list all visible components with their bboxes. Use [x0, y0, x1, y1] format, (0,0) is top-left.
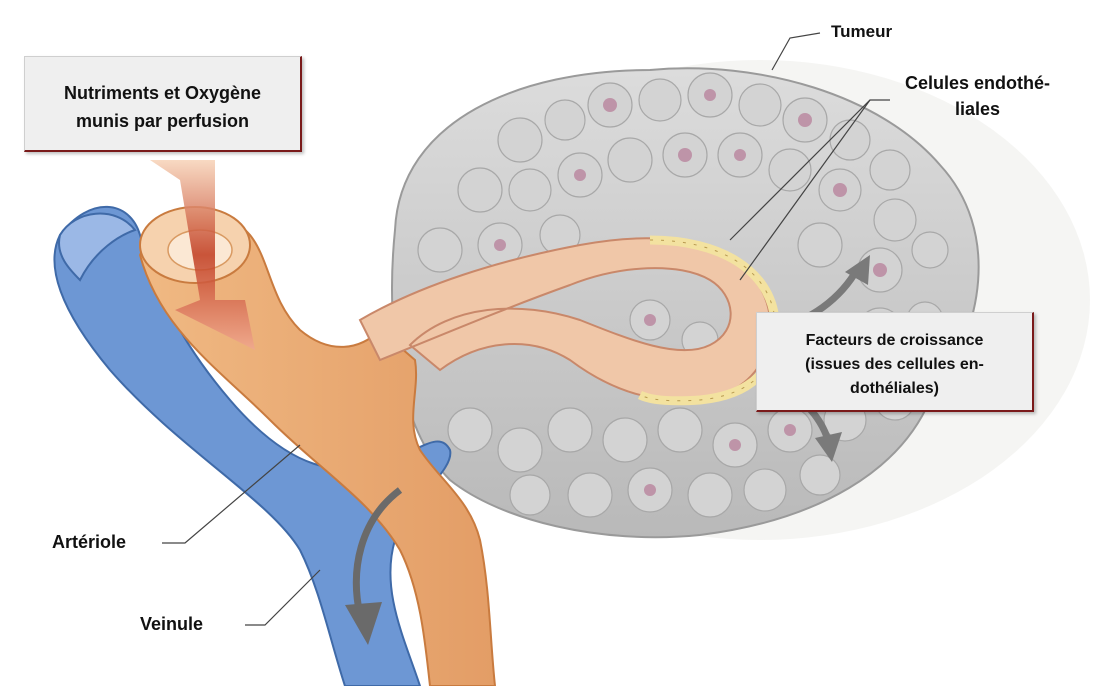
- label-arteriole: Artériole: [52, 532, 126, 553]
- facteurs-line3: dothéliales): [757, 377, 1032, 401]
- label-celules-line2: liales: [905, 96, 1050, 122]
- facteurs-callout-box: Facteurs de croissance (issues des cellu…: [756, 312, 1034, 412]
- nutriments-line2: munis par perfusion: [25, 107, 300, 135]
- label-celules-line1: Celules endothé-: [905, 70, 1050, 96]
- label-celules-endotheliales: Celules endothé- liales: [905, 70, 1050, 122]
- nutriments-line1: Nutriments et Oxygène: [25, 79, 300, 107]
- label-veinule: Veinule: [140, 614, 203, 635]
- facteurs-line2: (issues des cellules en-: [757, 353, 1032, 377]
- label-tumeur: Tumeur: [831, 22, 892, 42]
- nutriments-callout-box: Nutriments et Oxygène munis par perfusio…: [24, 56, 302, 152]
- facteurs-line1: Facteurs de croissance: [757, 329, 1032, 353]
- leader-veinule: [245, 570, 320, 625]
